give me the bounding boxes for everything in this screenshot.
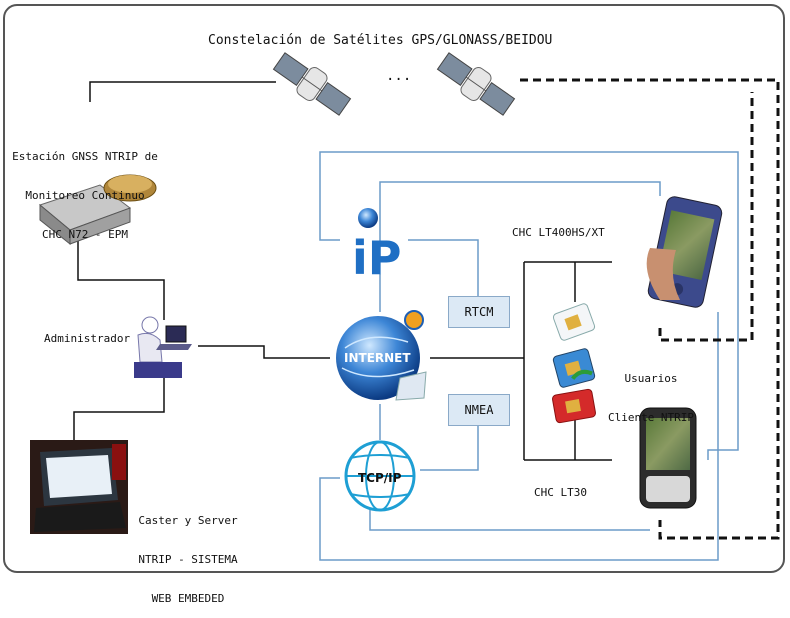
caster-label: Caster y Server NTRIP - SISTEMA WEB EMBE… <box>128 488 248 618</box>
handheld-device-icon <box>639 407 697 509</box>
sim-card-icon <box>552 348 596 388</box>
users-line-1: Usuarios <box>624 372 678 385</box>
device-bottom-label: CHC LT30 <box>534 486 587 499</box>
internet-label: INTERNET <box>344 351 411 365</box>
hand-shape <box>646 248 680 300</box>
satellite-icon <box>436 52 516 116</box>
ip-icon: iP <box>352 208 401 285</box>
sim-card-icon <box>552 303 596 341</box>
ellipsis-text: ... <box>386 68 412 84</box>
gnss-receiver-icon <box>38 174 157 246</box>
users-line-2: Cliente NTRIP <box>607 411 695 424</box>
rtcm-box: RTCM <box>448 296 510 328</box>
administrator-icon <box>134 316 192 378</box>
administrator-label: Administrador <box>44 332 131 345</box>
connection-lines: iP <box>30 52 780 561</box>
nmea-box: NMEA <box>448 394 510 426</box>
sim-card-icon <box>552 388 596 424</box>
station-line-1: Estación GNSS NTRIP de <box>12 150 158 163</box>
station-line-3: CHC N72 - EPM <box>41 228 129 241</box>
station-label: Estación GNSS NTRIP de Monitoreo Continu… <box>10 124 160 254</box>
black-links <box>73 81 612 461</box>
caster-line-3: WEB EMBEDED <box>151 592 225 605</box>
caster-line-1: Caster y Server <box>138 514 238 527</box>
diagram-title: Constelación de Satélites GPS/GLONASS/BE… <box>208 33 553 48</box>
device-top-label: CHC LT400HS/XT <box>512 226 605 239</box>
internet-globe-icon <box>332 310 428 404</box>
satellite-icon <box>272 52 352 116</box>
caster-line-2: NTRIP - SISTEMA <box>138 553 238 566</box>
station-line-2: Monitoreo Continuo <box>25 189 145 202</box>
svg-text:iP: iP <box>352 231 401 285</box>
laptop-photo <box>30 440 128 534</box>
tcpip-globe-icon <box>344 440 416 512</box>
tcpip-label: TCP/IP <box>358 471 402 485</box>
users-label: Usuarios Cliente NTRIP <box>596 346 706 437</box>
dashed-links <box>520 78 780 540</box>
